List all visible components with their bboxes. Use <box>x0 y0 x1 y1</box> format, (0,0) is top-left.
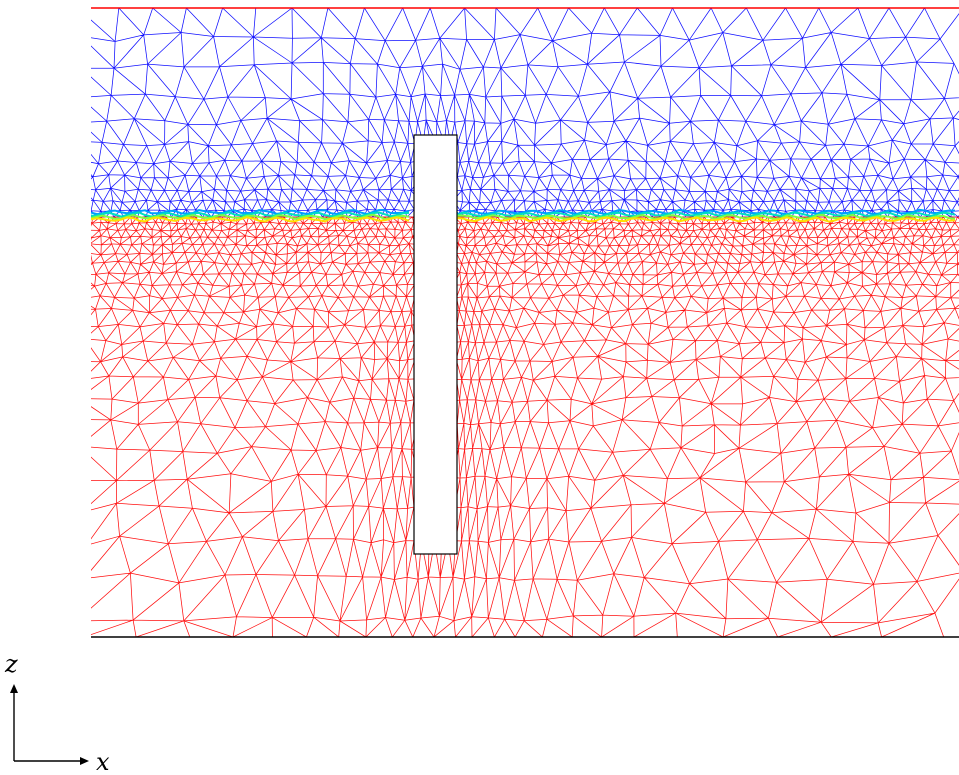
upper-fluid-mesh <box>91 8 959 218</box>
interface-band <box>91 208 956 223</box>
axes-indicator: z x <box>4 650 110 775</box>
x-axis-label: x <box>96 748 110 775</box>
lower-fluid-mesh <box>91 216 959 637</box>
interface-band-line <box>91 208 410 216</box>
interface-band-line <box>91 216 410 223</box>
rectangular-obstacle <box>413 134 458 555</box>
mesh-edges <box>91 8 959 218</box>
z-axis-label: z <box>4 650 18 678</box>
x-arrowhead-icon <box>80 757 89 765</box>
interface-band-line <box>456 211 956 218</box>
z-arrowhead-icon <box>10 684 18 693</box>
mesh-edges <box>91 216 959 637</box>
interface-band-line <box>91 213 410 221</box>
interface-band-line <box>456 216 956 223</box>
interface-band-line <box>456 213 956 221</box>
